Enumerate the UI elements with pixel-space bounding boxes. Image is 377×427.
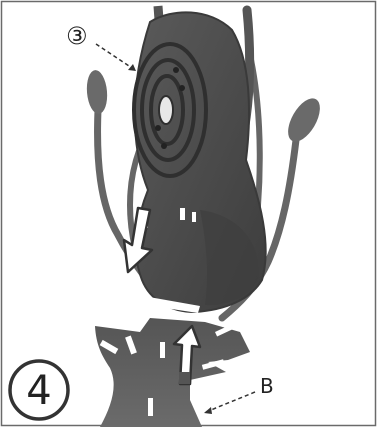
callout-b-leader: [206, 392, 255, 412]
callout-3-leader: [96, 44, 135, 70]
callout-b-arrowhead: [204, 407, 212, 414]
step-number: 4: [26, 368, 51, 414]
callout-3-arrowhead: [128, 64, 136, 71]
bud-dot: [179, 85, 185, 91]
callout-3-label: ③: [66, 22, 88, 50]
bud-dot: [155, 125, 161, 131]
callout-b-label: B: [260, 374, 274, 398]
bud-dot: [173, 67, 179, 73]
bud-dot: [161, 143, 167, 149]
stem-base: [95, 318, 250, 427]
bud-center: [159, 96, 173, 124]
step-badge: 4: [10, 361, 68, 419]
